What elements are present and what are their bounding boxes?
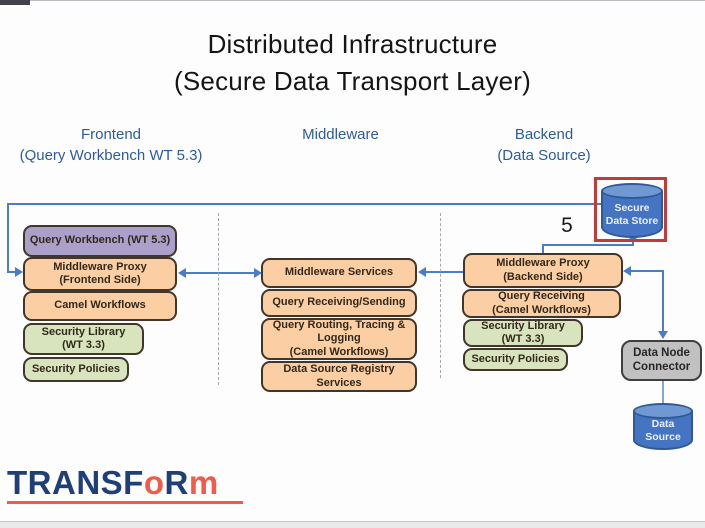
frontend-query-workbench-box: Query Workbench (WT 5.3) [23, 225, 177, 257]
data-source-label: Data Source [645, 417, 681, 443]
frontend-header-sublabel: (Query Workbench WT 5.3) [19, 147, 203, 164]
connector-store-to-frontend-bottom [7, 271, 17, 273]
column-header-middleware: Middleware [268, 124, 413, 145]
middleware-query-routing-box: Query Routing, Tracing & Logging (Camel … [261, 318, 417, 360]
arrowhead-into-frontend-proxy-right-icon [178, 268, 186, 278]
slide-title: Distributed Infrastructure (Secure Data … [0, 26, 705, 100]
frontend-camel-workflows-box: Camel Workflows [23, 291, 177, 321]
backend-header-label: Backend [514, 126, 574, 143]
data-source-cylinder: Data Source [633, 403, 693, 450]
highlight-box [594, 177, 667, 242]
column-header-frontend: Frontend (Query Workbench WT 5.3) [0, 124, 222, 166]
connector-backend-to-middleware [425, 271, 463, 273]
arrowhead-into-frontend-proxy-icon [15, 267, 23, 277]
backend-middleware-proxy-box: Middleware Proxy (Backend Side) [463, 253, 623, 288]
frontend-header-label: Frontend [80, 126, 142, 143]
connector-dnc-to-data-source [662, 381, 664, 404]
secure-data-store-cylinder: Secure Data Store [601, 183, 663, 238]
data-node-connector-box: Data Node Connector [621, 340, 702, 381]
cylinder-top-ellipse [633, 403, 693, 419]
arrowhead-into-middleware-services-right-icon [418, 267, 426, 277]
connector-backend-to-store-up [632, 240, 634, 246]
logo-underline [7, 501, 243, 504]
separator-middleware-backend [440, 213, 441, 378]
middleware-services-box: Middleware Services [261, 258, 417, 288]
connector-backend-to-store-down [542, 244, 544, 257]
backend-security-policies-box: Security Policies [463, 348, 568, 371]
frontend-security-policies-box: Security Policies [23, 357, 129, 382]
bottom-taskbar-strip [0, 521, 705, 528]
logo-part-1: TRANSF [7, 464, 144, 501]
middleware-query-receiving-sending-box: Query Receiving/Sending [261, 289, 417, 317]
backend-security-library-box: Security Library (WT 3.3) [463, 319, 583, 347]
arrowhead-into-middleware-services-icon [254, 268, 262, 278]
arrowhead-into-backend-proxy-icon [623, 266, 631, 276]
backend-query-receiving-box: Query Receiving (Camel Workflows) [462, 289, 621, 318]
logo-part-4: m [188, 464, 219, 501]
step-number-label: 5 [561, 214, 573, 237]
separator-frontend-middleware [218, 213, 219, 385]
connector-backend-to-store-across [542, 244, 634, 246]
connector-store-to-frontend-left [7, 203, 9, 273]
connector-store-to-frontend-top [7, 203, 601, 205]
transform-logo: TRANSFoRm [7, 464, 219, 502]
middleware-header-label: Middleware [302, 126, 379, 143]
connector-dnc-to-backend-down [662, 270, 664, 332]
logo-part-3: R [164, 464, 189, 501]
logo-part-2: o [143, 464, 165, 501]
arrowhead-into-data-node-connector-icon [658, 331, 668, 339]
connector-dnc-to-backend-across [630, 270, 664, 272]
top-left-chip [0, 0, 30, 5]
backend-header-sublabel: (Data Source) [497, 147, 591, 164]
secure-data-store-label: Secure Data Store [605, 201, 659, 227]
connector-frontend-middleware [185, 272, 255, 274]
frontend-security-library-box: Security Library (WT 3.3) [23, 323, 144, 355]
cylinder-top-ellipse [601, 183, 663, 199]
column-header-backend: Backend (Data Source) [458, 124, 630, 166]
title-line-2: (Secure Data Transport Layer) [174, 66, 531, 96]
middleware-data-source-registry-box: Data Source Registry Services [261, 361, 417, 392]
title-line-1: Distributed Infrastructure [207, 29, 498, 59]
top-edge-line [0, 0, 705, 1]
frontend-middleware-proxy-box: Middleware Proxy (Frontend Side) [23, 257, 177, 291]
